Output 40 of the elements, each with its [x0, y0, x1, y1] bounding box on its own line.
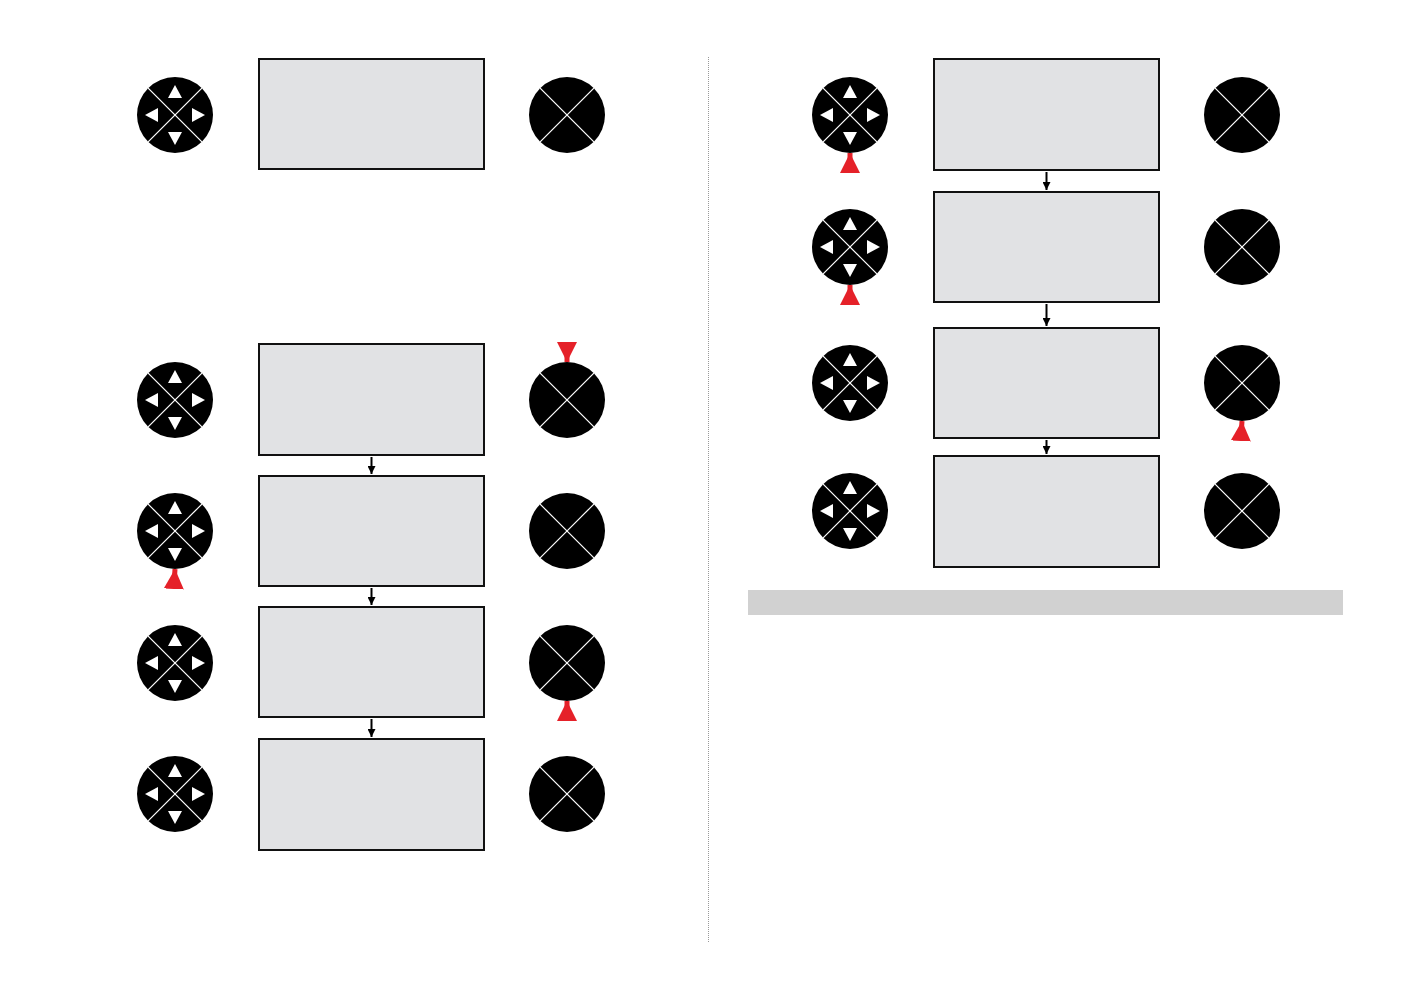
arrow [840, 153, 860, 173]
arrow [557, 342, 577, 362]
section-bar [748, 590, 1343, 615]
round-key-icon [529, 77, 605, 153]
round-key-icon [1204, 209, 1280, 285]
direction-pad-icon [137, 756, 213, 832]
direction-pad-icon [137, 493, 213, 569]
arrow [1042, 303, 1051, 327]
round-key-icon [1204, 345, 1280, 421]
arrow [367, 587, 376, 606]
arrow [840, 285, 860, 305]
arrow [557, 701, 577, 721]
direction-pad-icon [812, 473, 888, 549]
direction-pad-icon [137, 77, 213, 153]
arrow [367, 456, 376, 475]
round-key-icon [1204, 473, 1280, 549]
arrow [367, 718, 376, 738]
direction-pad-icon [137, 625, 213, 701]
arrow [1042, 171, 1051, 191]
arrow [163, 568, 184, 590]
arrow [1230, 420, 1251, 442]
round-key-icon [1204, 77, 1280, 153]
display-screen [258, 738, 485, 851]
round-key-icon [529, 756, 605, 832]
display-screen [933, 455, 1160, 568]
direction-pad-icon [137, 362, 213, 438]
display-screen [258, 58, 485, 170]
direction-pad-icon [812, 77, 888, 153]
display-screen [258, 343, 485, 456]
arrow [1042, 439, 1051, 455]
display-screen [258, 475, 485, 587]
direction-pad-icon [812, 209, 888, 285]
round-key-icon [529, 625, 605, 701]
round-key-icon [529, 493, 605, 569]
round-key-icon [529, 362, 605, 438]
display-screen [933, 191, 1160, 303]
display-screen [258, 606, 485, 718]
direction-pad-icon [812, 345, 888, 421]
display-screen [933, 327, 1160, 439]
display-screen [933, 58, 1160, 171]
